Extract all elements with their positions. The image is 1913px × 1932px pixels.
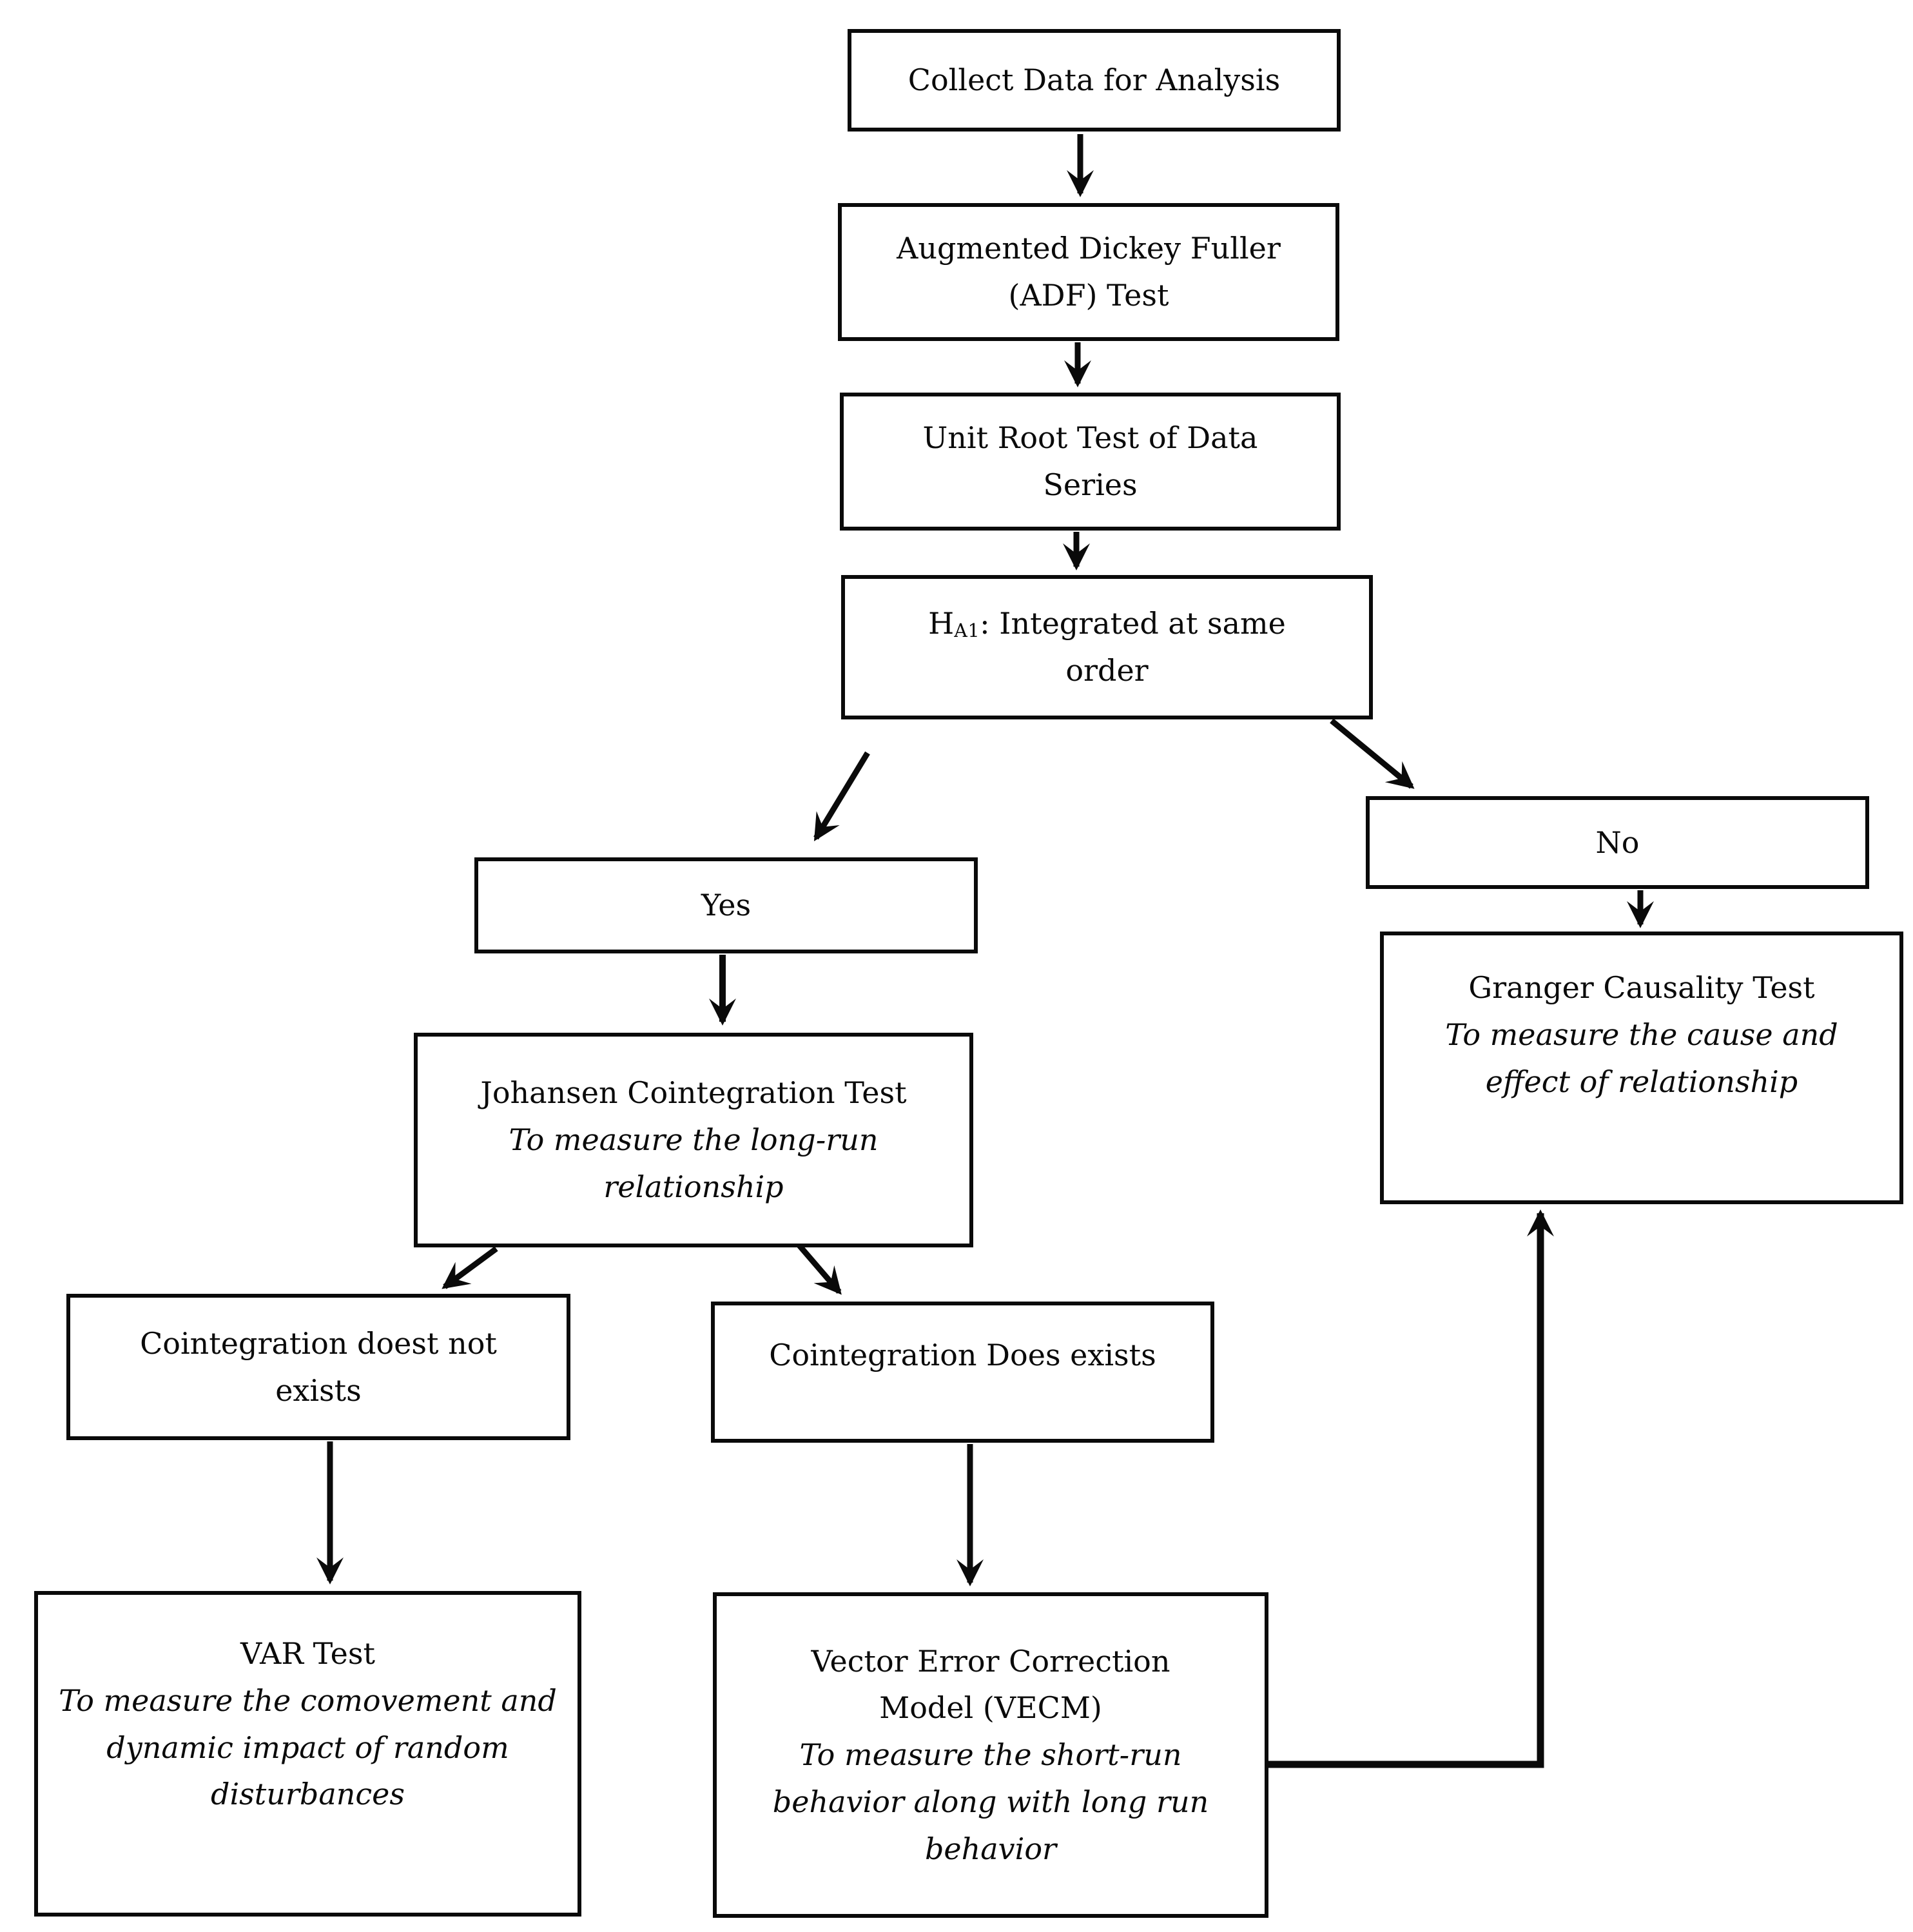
node-unit-root-line2: Series [1043, 467, 1138, 502]
node-no-label: No [1595, 825, 1640, 860]
node-granger-title: Granger Causality Test [1468, 970, 1815, 1006]
node-var-desc3: disturbances [211, 1777, 405, 1812]
node-vecm-desc2: behavior along with long run [772, 1784, 1209, 1819]
hypothesis-text: : Integrated at same [980, 606, 1286, 641]
node-adf-test-line1: Augmented Dickey Fuller [897, 231, 1281, 266]
node-no: No [1366, 796, 1869, 889]
connector-hypothesis-to-yes [813, 751, 870, 842]
node-vecm-desc3: behavior [924, 1831, 1057, 1866]
hypothesis-symbol: H [928, 606, 955, 641]
node-collect-data-label: Collect Data for Analysis [908, 63, 1281, 98]
node-cointegration-does-exist: Cointegration Does exists [711, 1302, 1214, 1443]
connector-johansen-to-cointnot [442, 1246, 498, 1289]
node-unit-root-line1: Unit Root Test of Data [922, 420, 1258, 456]
node-adf-test: Augmented Dickey Fuller (ADF) Test [838, 203, 1339, 341]
node-cointnot-line1: Cointegration doest not [140, 1325, 497, 1361]
node-cointegration-does-not-exist: Cointegration doest not exists [66, 1294, 570, 1440]
node-johansen-desc1: To measure the long-run [509, 1122, 879, 1158]
node-unit-root-test: Unit Root Test of Data Series [840, 393, 1341, 531]
connector-johansen-to-cointyes [797, 1244, 842, 1295]
node-collect-data: Collect Data for Analysis [848, 29, 1341, 132]
node-var-desc1: To measure the comovement and [59, 1683, 557, 1718]
node-granger-desc1: To measure the cause and [1445, 1017, 1838, 1053]
connector-vecm-to-granger [1263, 1209, 1554, 1768]
node-hypothesis-ha1: HA1: Integrated at same order [841, 575, 1373, 719]
node-johansen-desc2: relationship [603, 1169, 784, 1204]
node-var-test: VAR Test To measure the comovement and d… [34, 1591, 581, 1917]
node-vecm-title2: Model (VECM) [879, 1690, 1102, 1726]
node-granger-causality-test: Granger Causality Test To measure the ca… [1380, 932, 1903, 1204]
node-yes: Yes [474, 857, 978, 953]
node-var-desc2: dynamic impact of random [106, 1730, 509, 1765]
node-johansen-title: Johansen Cointegration Test [480, 1075, 907, 1111]
node-hypothesis-line1: HA1: Integrated at same [928, 600, 1286, 647]
node-johansen-cointegration-test: Johansen Cointegration Test To measure t… [414, 1033, 973, 1247]
connector-hypothesis-to-no [1330, 718, 1415, 789]
node-yes-label: Yes [701, 888, 752, 923]
node-vecm: Vector Error Correction Model (VECM) To … [713, 1592, 1268, 1918]
node-hypothesis-line2: order [1065, 653, 1149, 688]
hypothesis-subscript: A1 [954, 620, 980, 642]
node-granger-desc2: effect of relationship [1485, 1064, 1798, 1099]
node-var-title: VAR Test [240, 1636, 375, 1672]
node-vecm-desc1: To measure the short-run [799, 1737, 1182, 1773]
node-adf-test-line2: (ADF) Test [1008, 278, 1169, 313]
node-vecm-title1: Vector Error Correction [811, 1643, 1170, 1679]
node-cointyes-label: Cointegration Does exists [769, 1338, 1156, 1373]
node-cointnot-line2: exists [275, 1372, 362, 1408]
